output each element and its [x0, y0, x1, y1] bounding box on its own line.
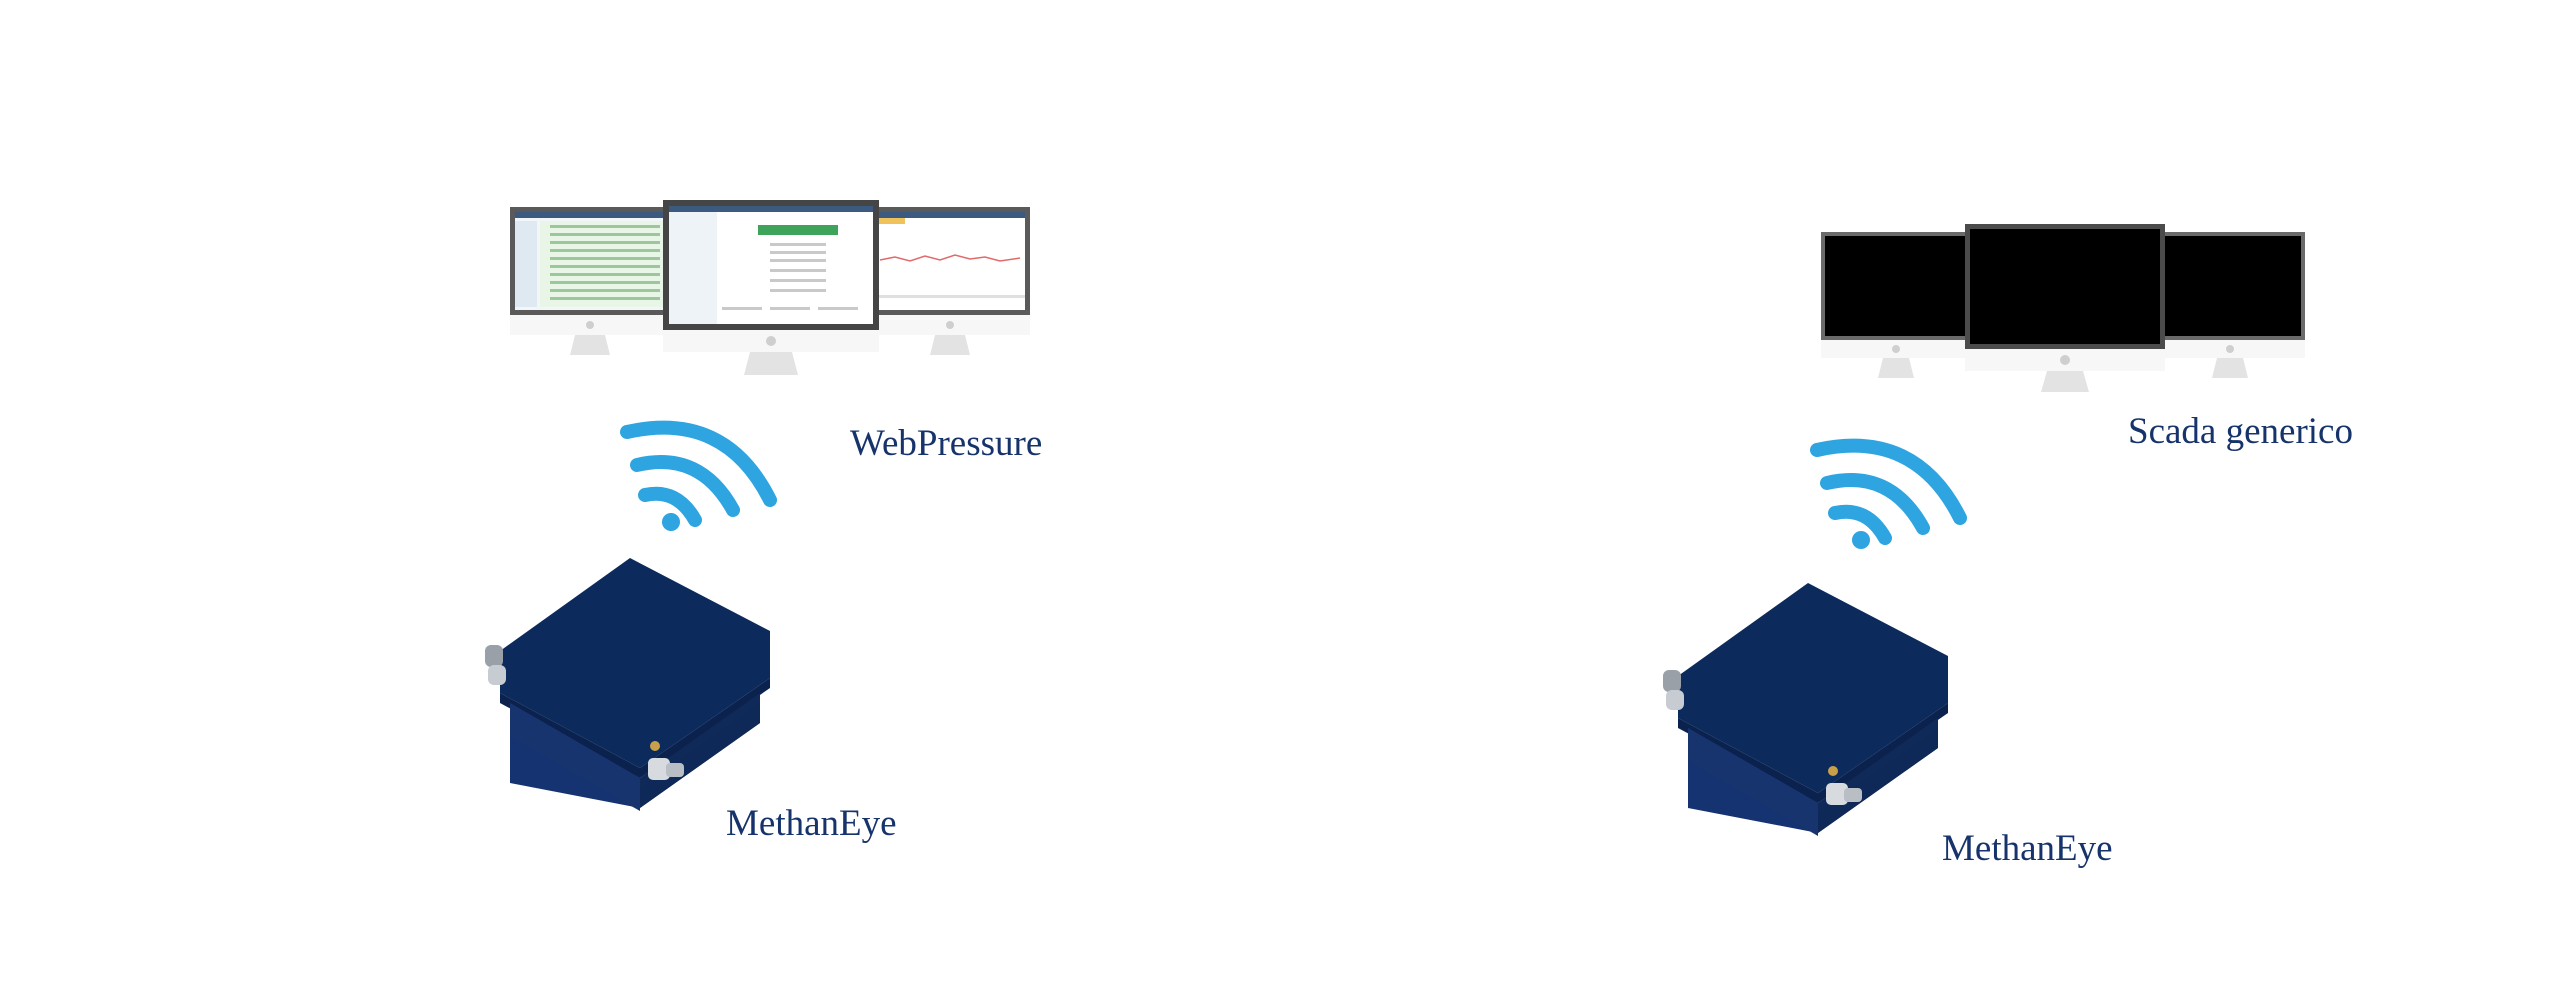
monitor-icon [1965, 224, 2165, 392]
gas-sensor-box-icon [1663, 583, 1948, 836]
monitor-icon [663, 200, 879, 375]
monitor-icon [870, 207, 1030, 355]
monitor-icon [510, 207, 670, 355]
scada-monitors [1821, 224, 2305, 392]
webpressure-monitors [510, 200, 1030, 375]
device-label: MethanEye [726, 803, 897, 844]
monitor-icon [1821, 232, 1971, 378]
monitor-icon [2155, 232, 2305, 378]
wifi-icon [1810, 438, 1967, 549]
display-label: WebPressure [850, 423, 1043, 464]
gas-sensor-box-icon [485, 558, 770, 811]
display-label: Scada generico [2128, 411, 2353, 452]
wifi-icon [620, 420, 777, 531]
device-label: MethanEye [1942, 828, 2113, 869]
